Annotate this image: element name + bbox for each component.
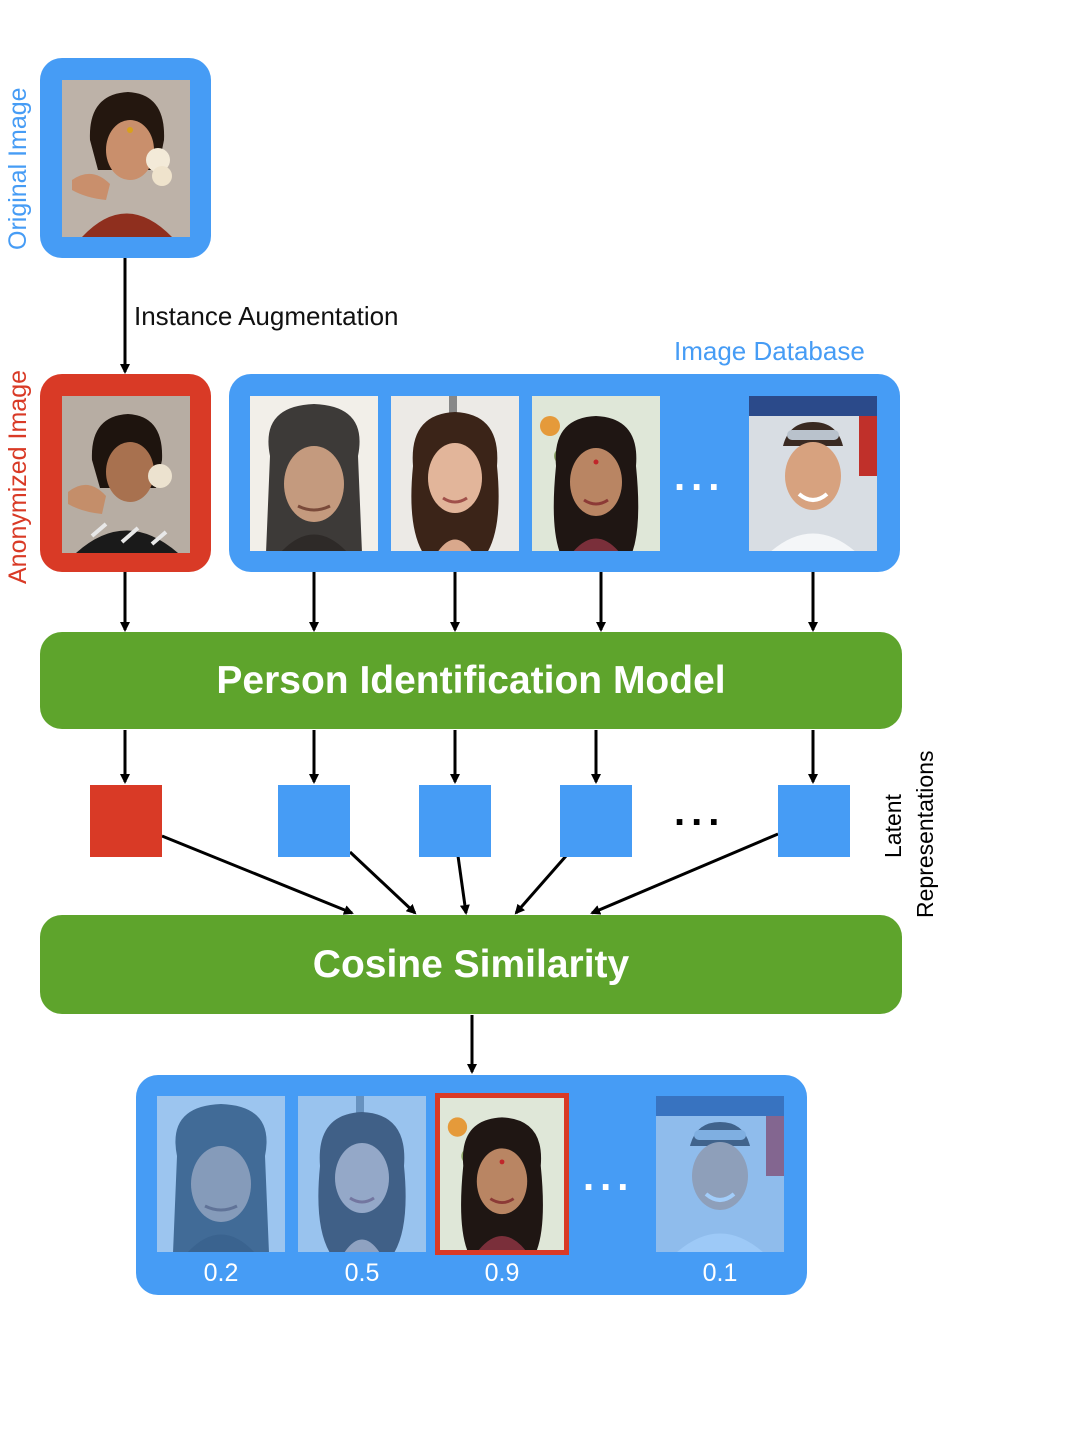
result-score-1: 0.2 (203, 1259, 239, 1287)
results-ellipsis: ... (583, 1155, 635, 1199)
arrow-latent0-to-cosine (161, 834, 354, 915)
arrow-latent2-to-cosine (456, 855, 470, 915)
arrow-latent4-to-cosine (590, 832, 779, 915)
instance-augmentation-label: Instance Augmentation (134, 301, 399, 331)
arrow-latent3-to-cosine (514, 855, 568, 915)
latent-label-line1: Latent (880, 794, 906, 858)
result-image-2 (298, 1096, 426, 1252)
arrow-latent1-to-cosine (348, 850, 417, 915)
result-image-4 (656, 1096, 784, 1252)
result-score-3: 0.9 (484, 1259, 520, 1287)
latent-database-1 (278, 785, 350, 857)
original-image (62, 80, 190, 237)
latent-database-2 (419, 785, 491, 857)
database-image-2 (391, 396, 519, 551)
image-database-label: Image Database (674, 336, 865, 366)
database-image-4 (749, 396, 877, 551)
database-image-1 (250, 396, 378, 551)
latent-label-line2: Representations (912, 750, 938, 919)
result-image-3 (440, 1098, 564, 1250)
result-score-4: 0.1 (702, 1259, 738, 1287)
cosine-similarity: Cosine Similarity (40, 915, 902, 1014)
result-score-2: 0.5 (344, 1259, 380, 1287)
latent-database-3 (560, 785, 632, 857)
database-ellipsis: ... (674, 455, 726, 499)
latent-ellipsis: ... (674, 790, 726, 834)
database-image-3 (532, 396, 660, 551)
original-image-label: Original Image (4, 87, 32, 250)
person-identification-model: Person Identification Model (40, 632, 902, 729)
anonymized-image-label: Anonymized Image (4, 369, 32, 584)
result-image-1 (157, 1096, 285, 1252)
anonymized-image (62, 396, 190, 553)
latent-anonymized (90, 785, 162, 857)
latent-database-4 (778, 785, 850, 857)
